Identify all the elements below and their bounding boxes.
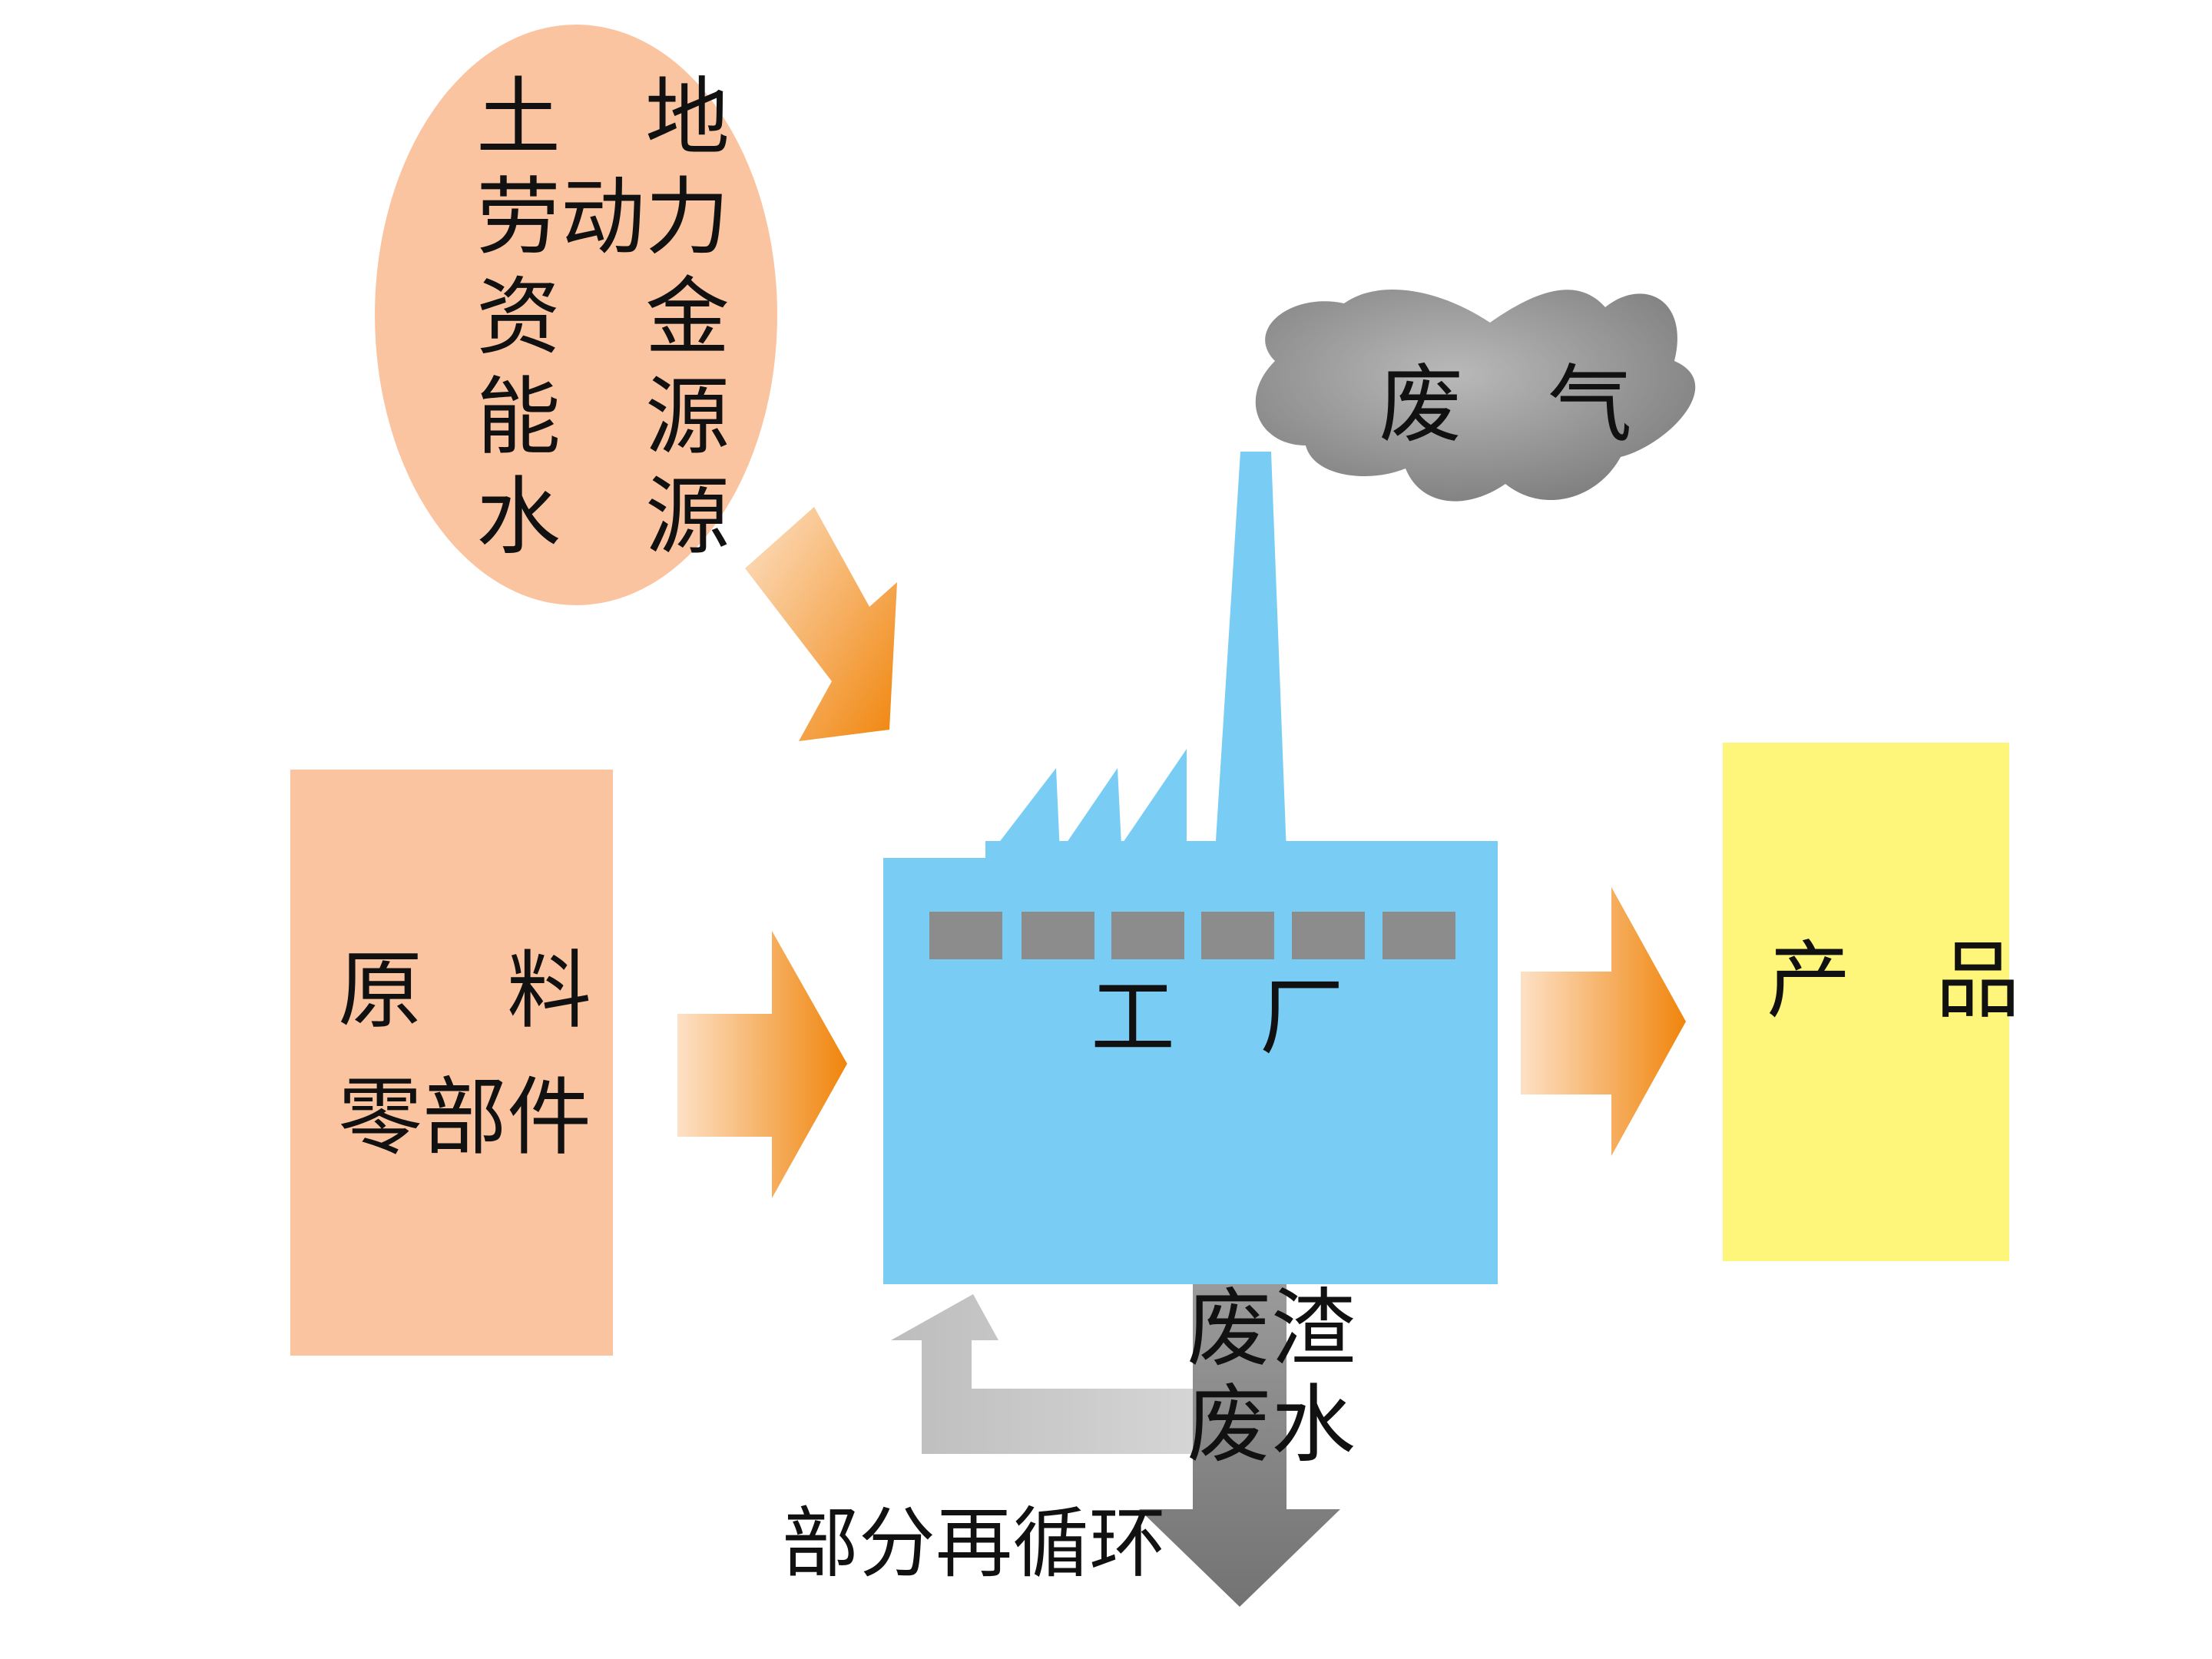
inputs-ellipse bbox=[375, 25, 777, 605]
input-land-label: 土 地 bbox=[476, 68, 730, 167]
input-labor-label: 劳动力 bbox=[476, 168, 730, 267]
factory-window bbox=[929, 912, 1002, 959]
factory-window bbox=[1022, 912, 1094, 959]
factory-window bbox=[1292, 912, 1365, 959]
factory-window bbox=[1111, 912, 1184, 959]
waste-water-label: 废水 bbox=[1187, 1376, 1356, 1474]
input-capital-label: 资 金 bbox=[476, 268, 730, 366]
exhaust-cloud bbox=[1255, 289, 1696, 502]
recycle-label: 部分再循环 bbox=[782, 1498, 1166, 1588]
factory-label: 工 厂 bbox=[1091, 969, 1344, 1067]
factory-window bbox=[1382, 912, 1455, 959]
waste-arrow bbox=[1139, 1284, 1340, 1607]
factory-window bbox=[1201, 912, 1274, 959]
product-label: 产 品 bbox=[1767, 932, 2020, 1030]
inputs-arrow bbox=[745, 507, 897, 741]
recycle-arrow bbox=[891, 1294, 1204, 1454]
factory-roof bbox=[985, 749, 1187, 860]
waste-residue-label: 废渣 bbox=[1187, 1280, 1356, 1378]
raw-materials-label: 原 料 bbox=[338, 942, 591, 1040]
raw-materials-box bbox=[290, 770, 613, 1356]
factory-chimney bbox=[1215, 452, 1286, 853]
product-box bbox=[1723, 743, 2009, 1261]
input-energy-label: 能 源 bbox=[476, 368, 730, 466]
factory-windows bbox=[929, 912, 1455, 959]
raw-materials-arrow bbox=[677, 931, 847, 1198]
input-water-label: 水 源 bbox=[476, 468, 730, 566]
parts-label: 零部件 bbox=[338, 1068, 591, 1167]
exhaust-label: 废 气 bbox=[1379, 356, 1632, 454]
product-arrow bbox=[1521, 887, 1686, 1156]
